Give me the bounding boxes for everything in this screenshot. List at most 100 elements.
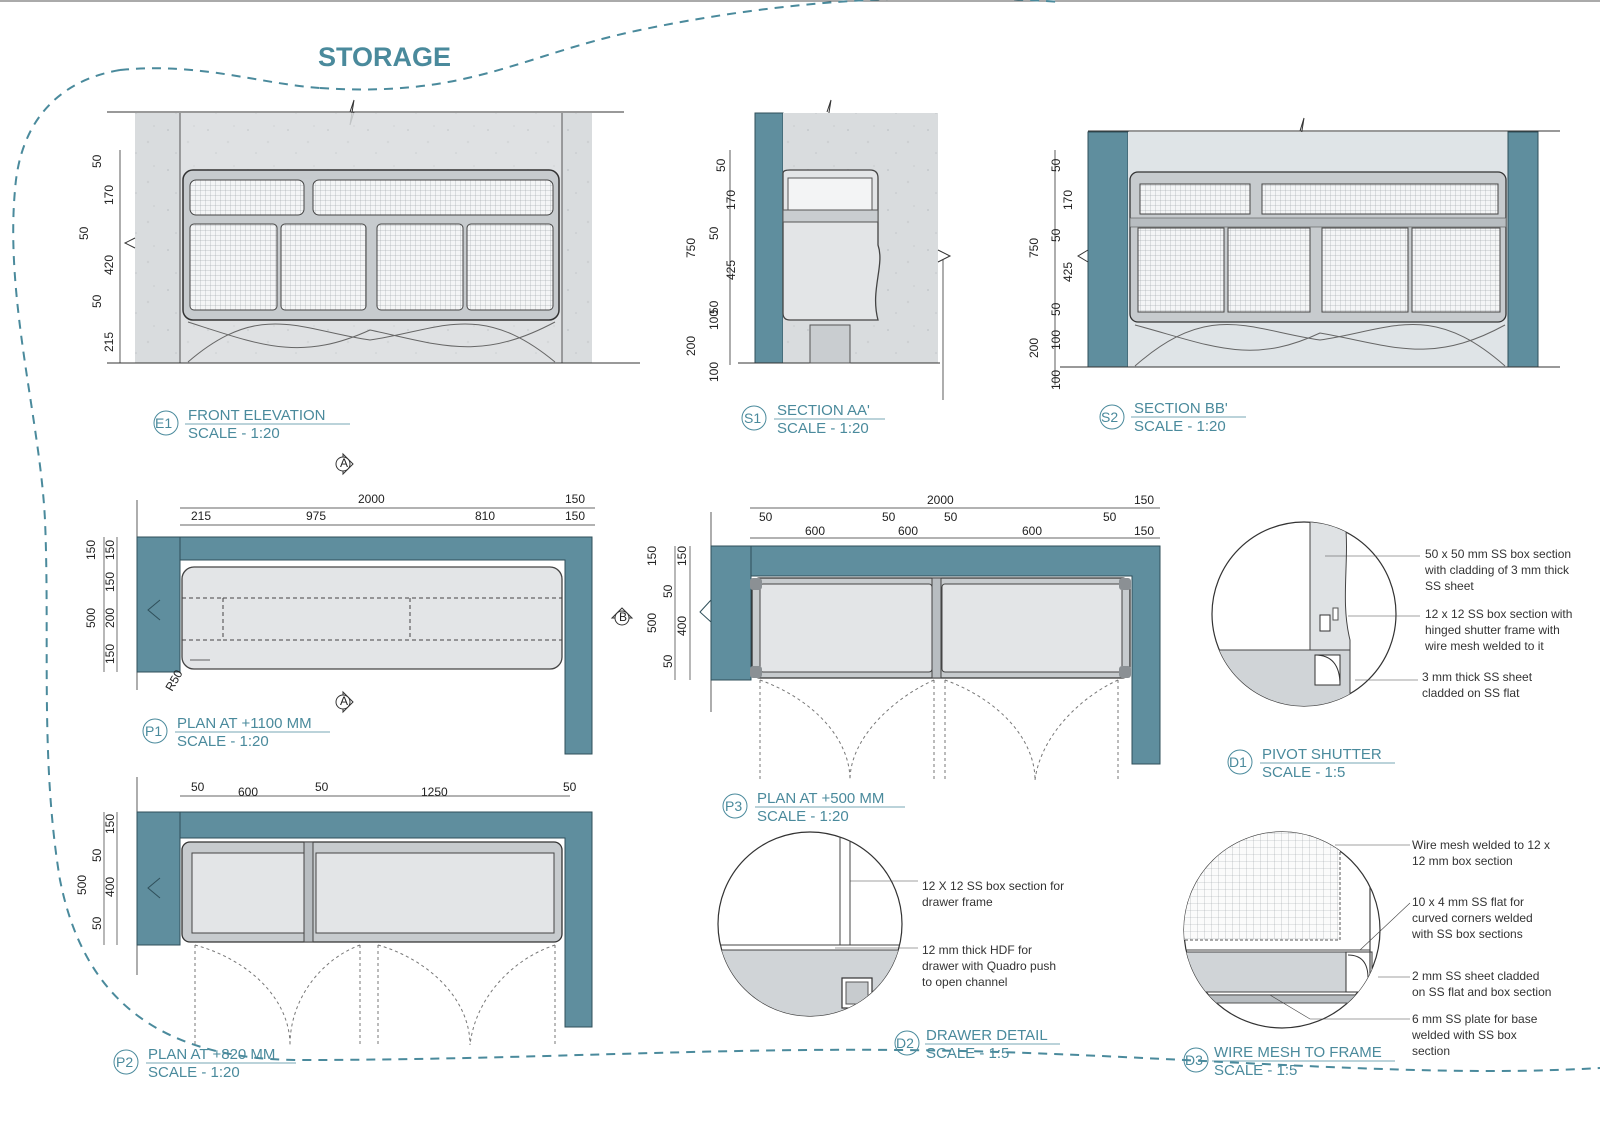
view-name: SECTION BB': [1134, 400, 1228, 417]
view-name: PIVOT SHUTTER: [1262, 746, 1382, 763]
note-line: SS sheet: [1425, 579, 1474, 593]
view-tag: D1: [1229, 754, 1247, 770]
dim-label: 425: [724, 260, 738, 280]
dim-label: 200: [684, 336, 698, 356]
note-line: cladded on SS flat: [1422, 686, 1520, 700]
drawer-detail-label: D2 DRAWER DETAIL SCALE - 1:5: [894, 1027, 1060, 1062]
view-tag: S1: [744, 410, 761, 426]
view-scale: SCALE - 1:20: [757, 808, 849, 825]
dim-label: 810: [475, 509, 495, 523]
dim-label: 150: [675, 546, 689, 566]
front-elevation-dims: 50 170 50 420 50 215: [77, 154, 116, 352]
view-scale: SCALE - 1:20: [148, 1064, 240, 1081]
dim-label: 50: [707, 226, 721, 240]
dim-label: 50: [944, 510, 958, 524]
dim-label: 50: [90, 154, 104, 168]
wire-mesh-detail: [1183, 831, 1411, 1029]
view-name: PLAN AT +820 MM: [148, 1046, 275, 1063]
dim-label: 600: [805, 524, 825, 538]
note-line: welded with SS box: [1411, 1028, 1517, 1042]
view-tag: P2: [116, 1054, 133, 1070]
plan-500-drawing: [674, 507, 1161, 781]
note-line: curved corners welded: [1412, 911, 1533, 925]
dim-label: 50: [1049, 158, 1063, 172]
dim-label: 150: [84, 540, 98, 560]
dim-label: 100: [707, 362, 721, 382]
dim-label: 50: [191, 780, 205, 794]
section-aa-drawing: [729, 99, 952, 400]
dim-label: 50: [661, 584, 675, 598]
dim-label: 170: [1061, 190, 1075, 210]
dim-label: 400: [675, 616, 689, 636]
view-scale: SCALE - 1:20: [1134, 418, 1226, 435]
pivot-shutter-detail: [1211, 521, 1420, 707]
note-line: to open channel: [922, 975, 1007, 989]
note-line: 12 mm thick HDF for: [922, 943, 1032, 957]
front-elevation-drawing: [107, 99, 640, 364]
dim-label: 750: [1027, 238, 1041, 258]
view-scale: SCALE - 1:5: [926, 1045, 1009, 1062]
section-bb-drawing: [1054, 117, 1560, 385]
view-name: PLAN AT +1100 MM: [177, 715, 312, 732]
dim-label: 50: [1049, 228, 1063, 242]
dim-label: 150: [645, 546, 659, 566]
dim-label: 170: [102, 185, 116, 205]
view-tag: D3: [1185, 1052, 1203, 1068]
dim-label: 1250: [421, 785, 448, 799]
dim-label: 50: [714, 158, 728, 172]
section-bb-dims: 50 170 750 50 425 50 100 200 100: [1027, 158, 1075, 390]
dim-label: 50: [661, 654, 675, 668]
dim-label: 50: [1049, 302, 1063, 316]
dim-label: 975: [306, 509, 326, 523]
dim-label: 50: [563, 780, 577, 794]
dim-label: 50: [1103, 510, 1117, 524]
section-aa-label: S1 SECTION AA' SCALE - 1:20: [741, 402, 885, 437]
note-line: 50 x 50 mm SS box section: [1425, 547, 1571, 561]
dim-label: 200: [103, 608, 117, 628]
dim-label: 215: [191, 509, 211, 523]
note-line: on SS flat and box section: [1412, 985, 1551, 999]
dim-label: 150: [1134, 524, 1154, 538]
note-line: 12 X 12 SS box section for: [922, 879, 1064, 893]
plan-820-drawing: [103, 777, 593, 1046]
note-line: section: [1412, 1044, 1450, 1058]
view-name: DRAWER DETAIL: [926, 1027, 1048, 1044]
dim-label: 170: [724, 190, 738, 210]
section-aa-dims: 50 170 750 50 425 50 100 200 100: [684, 158, 738, 382]
section-marker-a-bottom: A: [335, 690, 354, 714]
note-line: 12 mm box section: [1412, 854, 1513, 868]
dim-label: 400: [103, 877, 117, 897]
dim-label: 2000: [927, 493, 954, 507]
note-line: 6 mm SS plate for base: [1412, 1012, 1538, 1026]
dim-label: 50: [90, 294, 104, 308]
note-line: 10 x 4 mm SS flat for: [1412, 895, 1524, 909]
view-tag: P1: [145, 723, 162, 739]
dim-label: 50: [882, 510, 896, 524]
section-bb-label: S2 SECTION BB' SCALE - 1:20: [1099, 400, 1246, 435]
note-line: with SS box sections: [1411, 927, 1523, 941]
dim-label: 600: [1022, 524, 1042, 538]
sheet-border-wave: [12, 0, 1600, 1072]
dim-label: 500: [645, 613, 659, 633]
dim-label: 50: [90, 916, 104, 930]
view-scale: SCALE - 1:5: [1214, 1062, 1297, 1079]
dim-label: 215: [102, 332, 116, 352]
view-name: WIRE MESH TO FRAME: [1214, 1044, 1382, 1061]
plan-500-label: P3 PLAN AT +500 MM SCALE - 1:20: [722, 790, 905, 825]
note-line: 2 mm SS sheet cladded: [1412, 969, 1539, 983]
view-tag: E1: [155, 415, 172, 431]
dim-label: 420: [102, 255, 116, 275]
dim-label: 600: [898, 524, 918, 538]
view-tag: S2: [1101, 409, 1118, 425]
marker-letter: A: [340, 456, 348, 470]
dim-label: 600: [238, 785, 258, 799]
